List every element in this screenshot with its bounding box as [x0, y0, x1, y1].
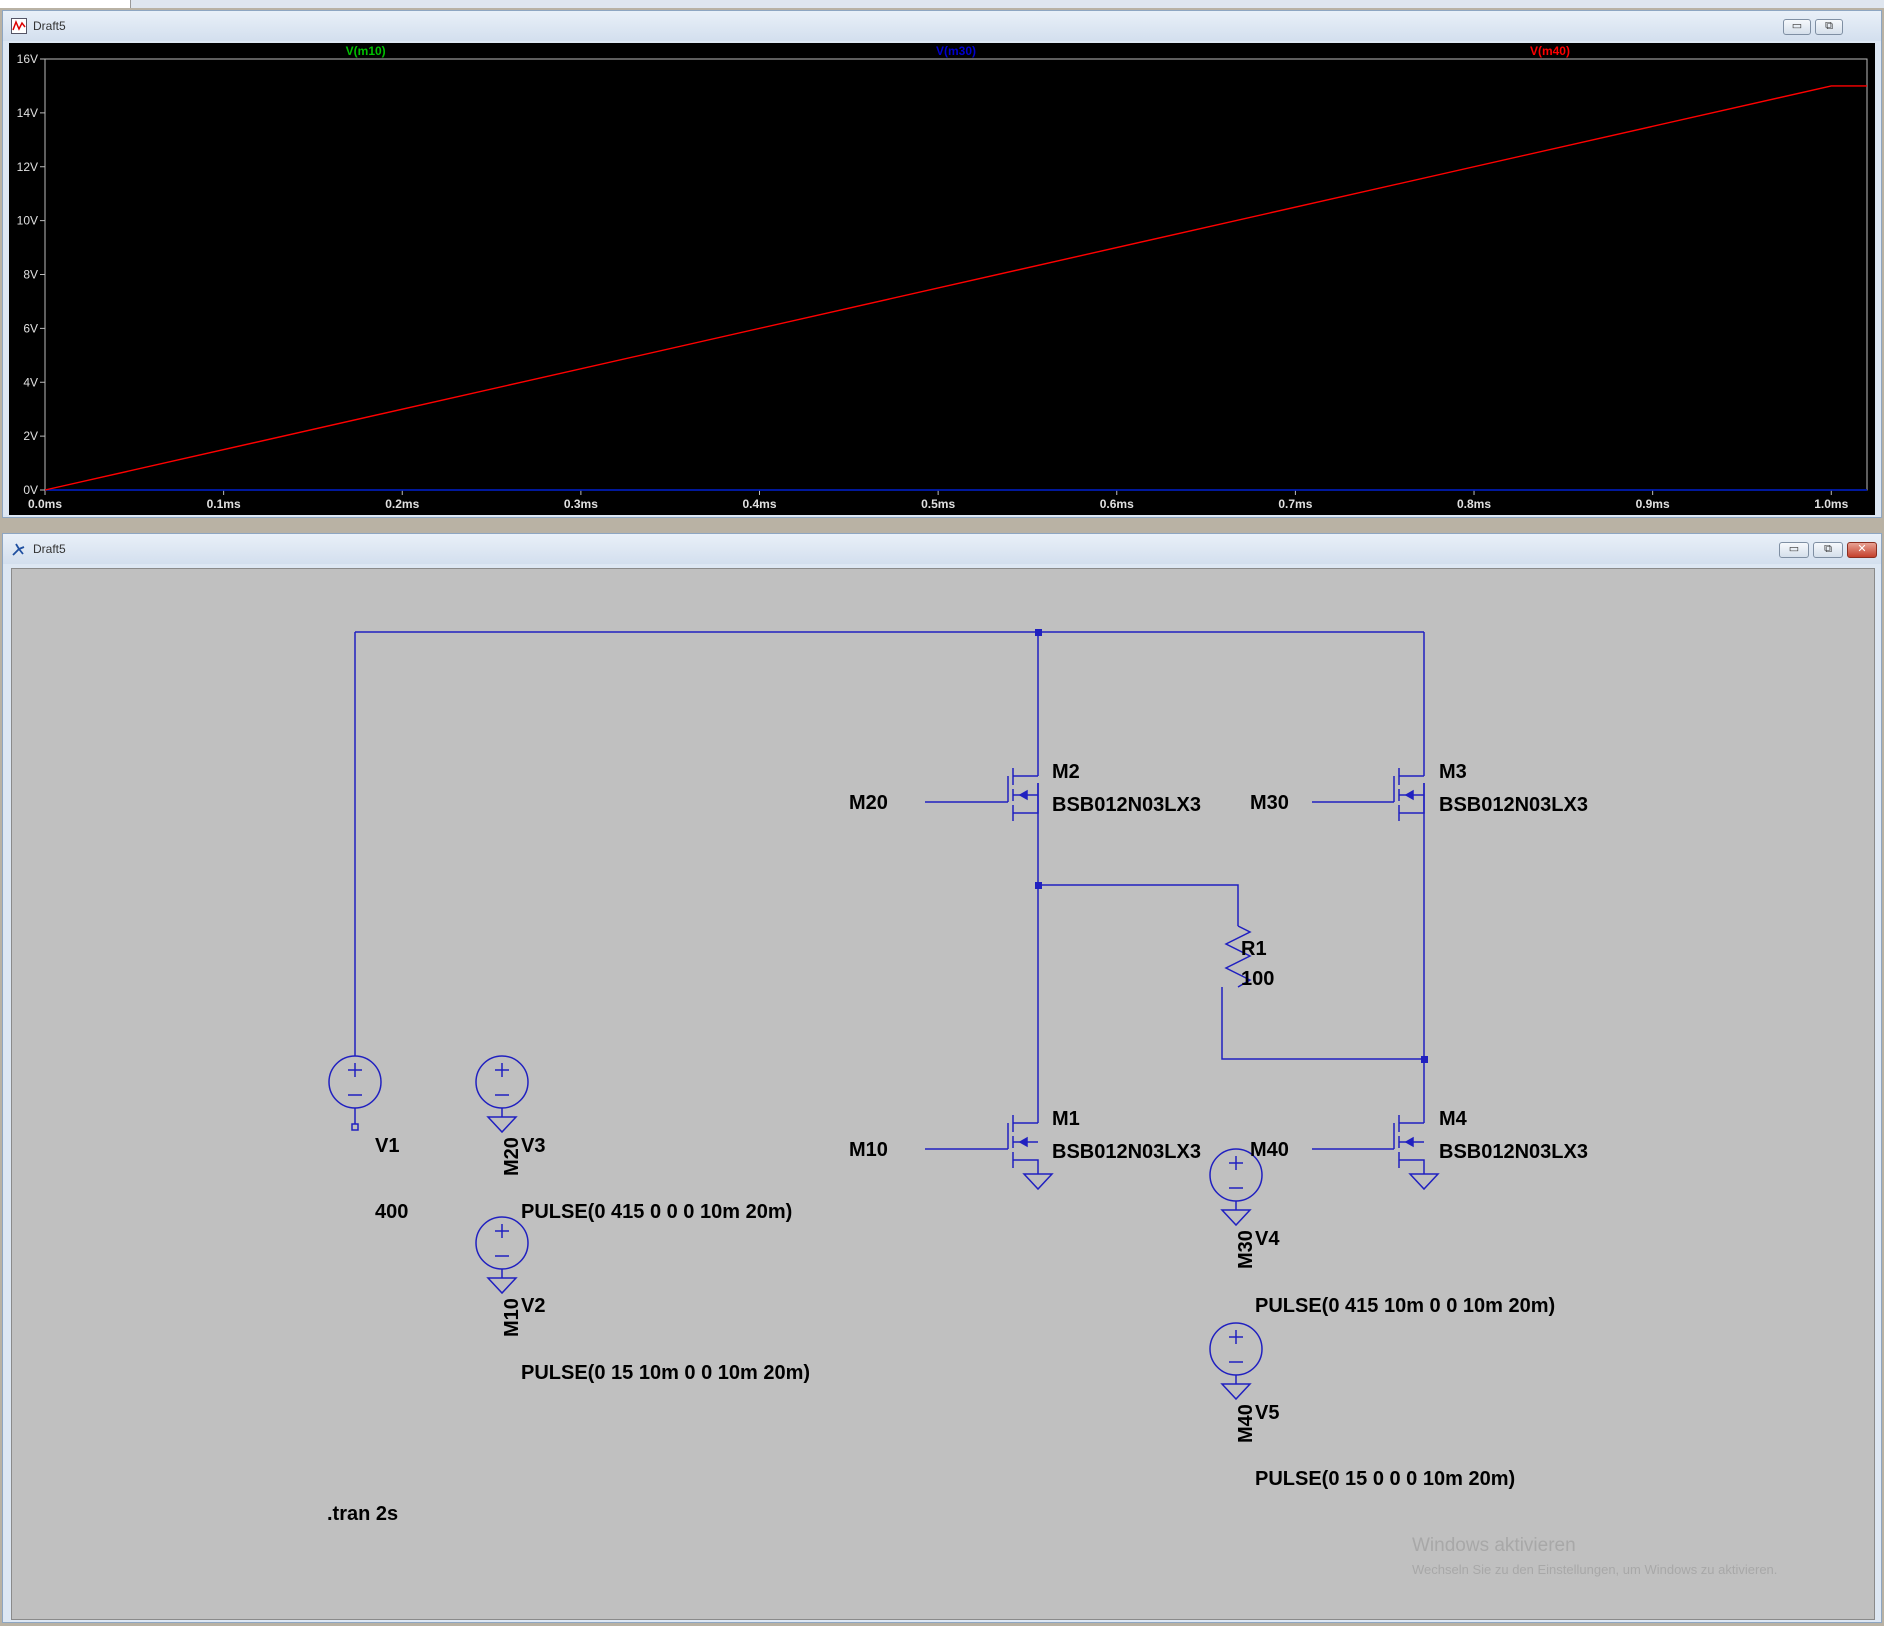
- plot-frame: [44, 58, 1868, 491]
- trace-v-m40-[interactable]: [44, 85, 1867, 491]
- r1-name[interactable]: R1: [1241, 938, 1267, 960]
- schematic-window-title: Draft5: [33, 542, 66, 556]
- waveform-titlebar[interactable]: Draft5 ▭ ⧉: [3, 11, 1881, 41]
- source-v1[interactable]: [328, 1055, 382, 1131]
- v3-value[interactable]: PULSE(0 415 0 0 0 10m 20m): [521, 1201, 792, 1223]
- schematic-window: Draft5 ▭ ⧉ ✕: [2, 533, 1882, 1623]
- activation-watermark-title: Windows aktivieren: [1412, 1535, 1576, 1556]
- waveform-plot[interactable]: 0V 2V 4V 6V 8V 10V 12V 14V 16V 0.0ms 0.1ms 0.2ms 0.3…: [9, 43, 1875, 515]
- m3-model[interactable]: BSB012N03LX3: [1439, 794, 1588, 816]
- v3-net-label[interactable]: M20: [501, 1137, 523, 1176]
- m3-name[interactable]: M3: [1439, 761, 1467, 783]
- waveform-plot-pane[interactable]: 0V 2V 4V 6V 8V 10V 12V 14V 16V 0.0ms 0.1ms 0.2ms 0.3…: [9, 43, 1875, 515]
- minimize-button[interactable]: ▭: [1783, 19, 1811, 35]
- schematic-canvas[interactable]: M2 BSB012N03LX3 M3 BSB012N03LX3 M1 BSB01…: [11, 568, 1875, 1620]
- net-label-m20[interactable]: M20: [849, 792, 888, 814]
- y-tick-label: 8V: [23, 268, 38, 282]
- y-tick-label: 14V: [17, 106, 38, 120]
- x-tick-label: 1.0ms: [1814, 497, 1848, 511]
- mosfet-m2[interactable]: [925, 719, 1039, 821]
- r1-value[interactable]: 100: [1241, 968, 1274, 990]
- x-tick-label: 0.9ms: [1636, 497, 1670, 511]
- wire-r1-bottom: [1221, 987, 1424, 1060]
- v2-name[interactable]: V2: [521, 1295, 545, 1317]
- source-v5[interactable]: [1209, 1322, 1263, 1401]
- m1-name[interactable]: M1: [1052, 1108, 1080, 1130]
- junction-midpoint-right: [1421, 1056, 1428, 1063]
- resistor-r1[interactable]: [1224, 925, 1252, 988]
- y-tick-label: 2V: [23, 429, 38, 443]
- m2-model[interactable]: BSB012N03LX3: [1052, 794, 1201, 816]
- schematic-drawing[interactable]: M2 BSB012N03LX3 M3 BSB012N03LX3 M1 BSB01…: [12, 569, 1876, 1621]
- waveform-window-title: Draft5: [33, 19, 66, 33]
- schematic-app-icon: [12, 543, 25, 556]
- x-tick-label: 0.1ms: [207, 497, 241, 511]
- restore-button[interactable]: ⧉: [1815, 19, 1843, 35]
- activation-watermark-subtitle: Wechseln Sie zu den Einstellungen, um Wi…: [1412, 1562, 1778, 1577]
- x-tick-label: 0.2ms: [385, 497, 419, 511]
- x-tick-label: 0.8ms: [1457, 497, 1491, 511]
- m2-name[interactable]: M2: [1052, 761, 1080, 783]
- waveform-app-icon: [11, 18, 27, 34]
- minimize-button[interactable]: ▭: [1779, 542, 1809, 558]
- v5-value[interactable]: PULSE(0 15 0 0 0 10m 20m): [1255, 1468, 1515, 1490]
- junction-top: [1035, 629, 1042, 636]
- spice-directive[interactable]: .tran 2s: [327, 1503, 398, 1525]
- v4-net-label[interactable]: M30: [1235, 1230, 1257, 1269]
- y-tick-label: 0V: [23, 483, 38, 497]
- m1-model[interactable]: BSB012N03LX3: [1052, 1141, 1201, 1163]
- v1-name[interactable]: V1: [375, 1135, 399, 1157]
- x-tick-label: 0.7ms: [1278, 497, 1312, 511]
- y-tick-label: 16V: [17, 52, 38, 66]
- net-label-m10[interactable]: M10: [849, 1139, 888, 1161]
- y-tick-label: 12V: [17, 160, 38, 174]
- v5-name[interactable]: V5: [1255, 1402, 1279, 1424]
- v4-name[interactable]: V4: [1255, 1228, 1280, 1250]
- junction-midpoint-left: [1035, 882, 1042, 889]
- trace-label[interactable]: V(m40): [1530, 44, 1570, 58]
- v4-value[interactable]: PULSE(0 415 10m 0 0 10m 20m): [1255, 1295, 1555, 1317]
- mosfet-m1[interactable]: [925, 1009, 1054, 1191]
- taskbar-tab[interactable]: [0, 0, 131, 8]
- x-tick-label: 0.5ms: [921, 497, 955, 511]
- y-tick-label: 10V: [17, 214, 38, 228]
- v2-value[interactable]: PULSE(0 15 10m 0 0 10m 20m): [521, 1362, 810, 1384]
- x-tick-label: 0.4ms: [742, 497, 776, 511]
- trace-label[interactable]: V(m10): [346, 44, 386, 58]
- net-label-m40[interactable]: M40: [1250, 1139, 1289, 1161]
- x-tick-label: 0.6ms: [1100, 497, 1134, 511]
- source-v4[interactable]: [1209, 1148, 1263, 1227]
- v5-net-label[interactable]: M40: [1235, 1404, 1257, 1443]
- mosfet-m4[interactable]: [1312, 1066, 1440, 1191]
- x-tick-label: 0.0ms: [28, 497, 62, 511]
- net-label-m30[interactable]: M30: [1250, 792, 1289, 814]
- m4-name[interactable]: M4: [1439, 1108, 1468, 1130]
- v1-value[interactable]: 400: [375, 1201, 408, 1223]
- taskbar-strip: [0, 0, 1884, 8]
- source-v3[interactable]: [475, 1055, 529, 1134]
- y-tick-label: 6V: [23, 321, 38, 335]
- wire-to-r1: [1038, 884, 1239, 926]
- waveform-window: Draft5 ▭ ⧉ 0V 2V 4V 6V 8V 10V 12V 14V 16V 0.0ms 0.…: [2, 10, 1882, 518]
- m4-model[interactable]: BSB012N03LX3: [1439, 1141, 1588, 1163]
- mosfet-m3[interactable]: [1312, 719, 1425, 821]
- y-tick-label: 4V: [23, 375, 38, 389]
- close-button[interactable]: ✕: [1847, 542, 1877, 558]
- source-v2[interactable]: [475, 1216, 529, 1295]
- restore-button[interactable]: ⧉: [1813, 542, 1843, 558]
- v3-name[interactable]: V3: [521, 1135, 545, 1157]
- trace-label[interactable]: V(m30): [936, 44, 976, 58]
- x-tick-label: 0.3ms: [564, 497, 598, 511]
- schematic-titlebar[interactable]: Draft5 ▭ ⧉ ✕: [3, 534, 1881, 564]
- v2-net-label[interactable]: M10: [501, 1298, 523, 1337]
